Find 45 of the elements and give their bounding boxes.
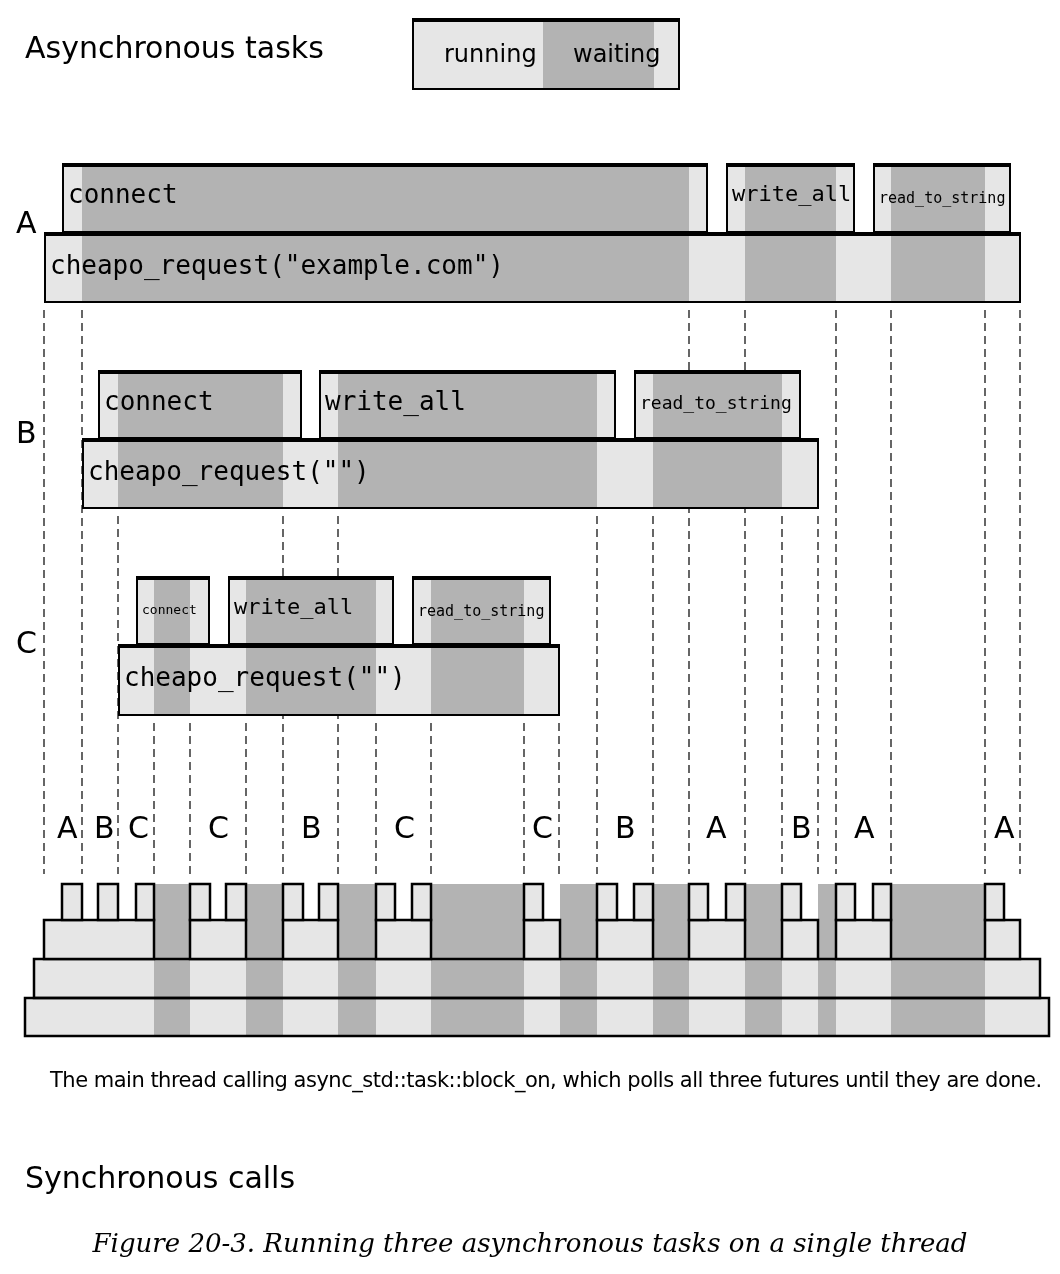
step-bar bbox=[726, 163, 855, 233]
bar-label: cheapo_request("example.com") bbox=[50, 250, 504, 280]
bar-label: connect bbox=[68, 179, 178, 209]
poll-letter: C bbox=[128, 810, 149, 845]
bar-label: write_all bbox=[732, 181, 852, 206]
bar-label: cheapo_request("") bbox=[124, 662, 406, 692]
bar-label: write_all bbox=[325, 386, 466, 416]
legend-label: running bbox=[444, 40, 537, 68]
task-bar bbox=[82, 438, 819, 509]
poll-letter: A bbox=[854, 810, 875, 845]
poll-letter: B bbox=[615, 810, 636, 845]
step-bar bbox=[136, 576, 210, 645]
step-bar bbox=[412, 576, 551, 645]
legend-label: waiting bbox=[573, 40, 661, 68]
step-bar bbox=[873, 163, 1011, 233]
task-letter: B bbox=[16, 415, 37, 450]
poll-letter: B bbox=[94, 810, 115, 845]
poll-letter: A bbox=[994, 810, 1015, 845]
bar-label: cheapo_request("") bbox=[88, 456, 370, 486]
bar-label: read_to_string bbox=[879, 189, 1006, 207]
bar-label: read_to_string bbox=[418, 602, 545, 620]
poll-letter: B bbox=[791, 810, 812, 845]
poll-letter: C bbox=[394, 810, 415, 845]
step-bar bbox=[98, 370, 302, 439]
poll-letter: A bbox=[57, 810, 78, 845]
task-bar bbox=[118, 644, 560, 716]
task-bar bbox=[44, 232, 1021, 303]
poll-letter: C bbox=[532, 810, 553, 845]
bar-label: connect bbox=[104, 386, 214, 416]
section-heading: Synchronous calls bbox=[25, 1160, 296, 1195]
task-letter: A bbox=[16, 205, 37, 240]
task-letter: C bbox=[16, 625, 37, 660]
bar-label: read_to_string bbox=[640, 392, 792, 413]
poll-letter: B bbox=[301, 810, 322, 845]
step-bar bbox=[634, 370, 801, 439]
step-bar bbox=[228, 576, 394, 645]
bar-label: connect bbox=[142, 602, 197, 617]
note-text: The main thread calling async_std::task::block_on, which polls all three futures until they are done. bbox=[50, 1068, 1042, 1092]
poll-letter: C bbox=[208, 810, 229, 845]
section-heading: Asynchronous tasks bbox=[25, 30, 324, 65]
bar-label: write_all bbox=[234, 594, 354, 619]
poll-letter: A bbox=[706, 810, 727, 845]
step-bar bbox=[62, 163, 708, 233]
figure-caption: Figure 20-3. Running three asynchronous tasks on a single thread bbox=[91, 1228, 969, 1258]
step-bar bbox=[319, 370, 616, 439]
